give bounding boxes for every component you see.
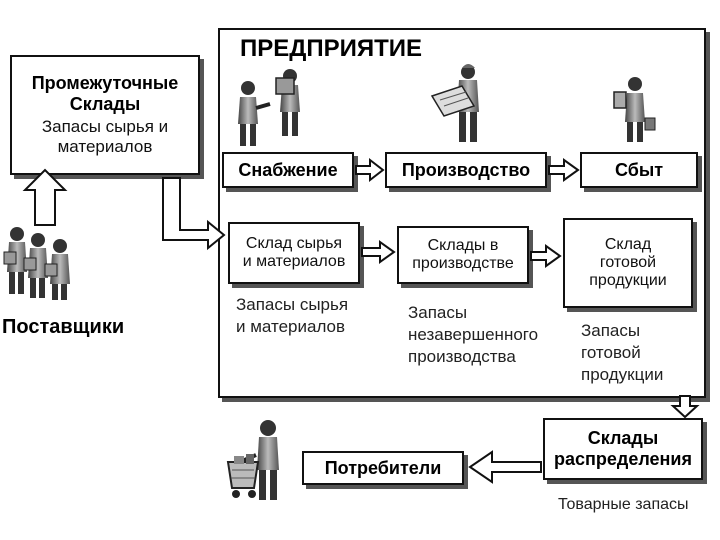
wip-warehouse-box: Склады в производстве bbox=[397, 226, 529, 284]
intermediate-title-2: Склады bbox=[69, 94, 141, 114]
raw-warehouse-line1: Склад сырья bbox=[245, 235, 343, 252]
wip-stock-line1: Запасы bbox=[408, 303, 468, 322]
raw-stock-label: Запасы сырья и материалов bbox=[236, 294, 348, 338]
finished-warehouse-box: Склад готовой продукции bbox=[563, 218, 693, 308]
finished-stock-line3: продукции bbox=[581, 365, 664, 384]
consumers-label: Потребители bbox=[324, 457, 442, 478]
wip-stock-line2: незавершенного bbox=[408, 325, 539, 344]
wip-warehouse-line1: Склады в bbox=[427, 237, 499, 254]
production-box: Производство bbox=[385, 152, 547, 188]
raw-stock-line1: Запасы сырья bbox=[236, 295, 349, 314]
finished-stock-line2: готовой bbox=[581, 343, 641, 362]
suppliers-group-icon bbox=[3, 227, 70, 300]
raw-stock-line2: и материалов bbox=[236, 317, 346, 336]
sales-box: Сбыт bbox=[580, 152, 698, 188]
distribution-to-consumers-arrow bbox=[468, 450, 542, 484]
wip-stock-label: Запасы незавершенного производства bbox=[408, 302, 538, 368]
distribution-stock-label: Товарные запасы bbox=[558, 496, 689, 513]
people-meeting-icon bbox=[238, 69, 300, 146]
consumers-box: Потребители bbox=[302, 451, 464, 485]
wip-warehouse-line2: производстве bbox=[412, 255, 514, 272]
production-label: Производство bbox=[401, 159, 531, 180]
finished-warehouse-line2: готовой bbox=[599, 254, 657, 271]
supply-box: Снабжение bbox=[222, 152, 354, 188]
finished-warehouse-line3: продукции bbox=[589, 272, 667, 289]
enterprise-title: ПРЕДПРИЯТИЕ bbox=[240, 35, 423, 62]
wip-stock-line3: производства bbox=[408, 347, 516, 366]
intermediate-sub-1: Запасы сырья и bbox=[41, 117, 169, 136]
finished-warehouse-line1: Склад bbox=[604, 236, 652, 253]
intermediate-sub-2: материалов bbox=[57, 137, 153, 156]
sales-label: Сбыт bbox=[614, 159, 664, 180]
raw-warehouse-box: Склад сырья и материалов bbox=[228, 222, 360, 284]
finished-stock-label: Запасы готовой продукции bbox=[581, 320, 663, 386]
production-to-sales-arrow bbox=[548, 158, 580, 182]
down-arrow bbox=[670, 395, 700, 419]
raw-warehouse-line2: и материалов bbox=[242, 253, 346, 270]
up-arrow bbox=[22, 168, 68, 226]
shopping-cart-person-icon bbox=[226, 420, 279, 500]
supply-to-production-arrow bbox=[355, 157, 385, 183]
intermediate-warehouses-box: Промежуточные Склады Запасы сырья и мате… bbox=[10, 55, 200, 175]
distribution-box: Склады распределения bbox=[543, 418, 703, 480]
engineer-icon bbox=[430, 64, 479, 142]
distribution-line1: Склады bbox=[587, 428, 659, 448]
distribution-line2: распределения bbox=[554, 449, 692, 469]
suppliers-label: Поставщики bbox=[2, 316, 125, 338]
wip-to-finished-arrow bbox=[530, 244, 562, 268]
supply-label: Снабжение bbox=[238, 159, 338, 180]
intermediate-to-raw-arrow bbox=[162, 177, 226, 251]
intermediate-title-1: Промежуточные bbox=[31, 73, 179, 93]
raw-to-wip-arrow bbox=[361, 240, 396, 264]
salesperson-icon bbox=[613, 77, 656, 142]
finished-stock-line1: Запасы bbox=[581, 321, 641, 340]
